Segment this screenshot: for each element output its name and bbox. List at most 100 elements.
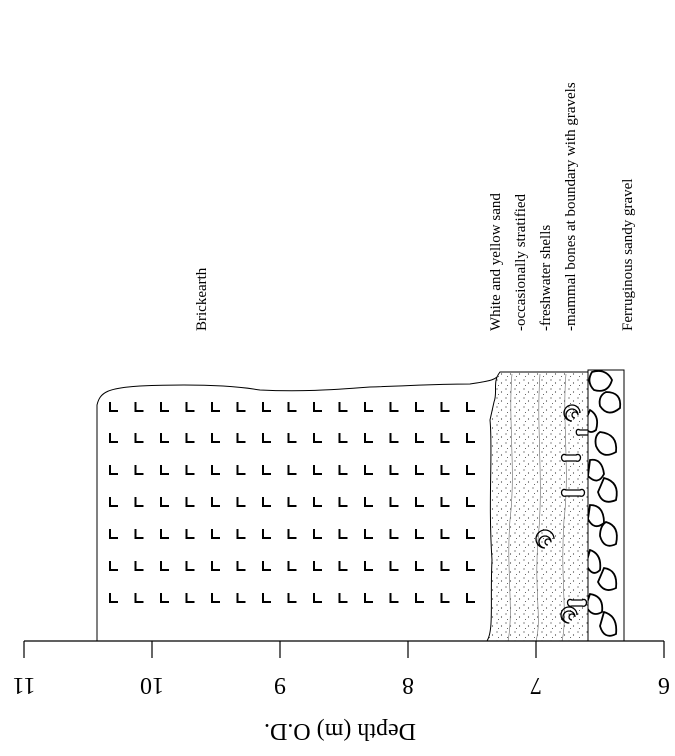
brickearth-symbol bbox=[466, 402, 475, 412]
brickearth-symbol bbox=[134, 529, 144, 539]
brickearth-symbol bbox=[109, 402, 118, 412]
brickearth-symbol bbox=[262, 465, 271, 475]
brickearth-symbol bbox=[440, 465, 450, 475]
brickearth-symbol bbox=[466, 465, 475, 475]
brickearth-symbol bbox=[338, 433, 348, 443]
brickearth-symbol bbox=[338, 402, 348, 412]
brickearth-symbol bbox=[415, 433, 424, 443]
brickearth-symbol bbox=[134, 497, 144, 507]
brickearth-symbol bbox=[415, 529, 424, 539]
brickearth-symbol bbox=[211, 402, 220, 412]
brickearth-symbol bbox=[134, 561, 144, 571]
gravel-pebbles bbox=[588, 370, 622, 637]
brickearth-symbol bbox=[262, 561, 271, 571]
sand-label-line-1: White and yellow sand bbox=[488, 193, 504, 331]
freshwater-shell-icon bbox=[535, 404, 581, 624]
brickearth-symbol bbox=[262, 497, 271, 507]
brickearth-symbol bbox=[160, 593, 169, 603]
brickearth-symbol bbox=[466, 561, 475, 571]
brickearth-symbol bbox=[313, 561, 322, 571]
brickearth-symbol bbox=[236, 529, 246, 539]
brickearth-symbol bbox=[389, 433, 399, 443]
brickearth-symbol bbox=[313, 465, 322, 475]
brickearth-symbol bbox=[262, 402, 271, 412]
brickearth-symbol bbox=[185, 561, 195, 571]
brickearth-symbol bbox=[236, 402, 246, 412]
brickearth-symbol bbox=[313, 497, 322, 507]
gravel-label: Ferruginous sandy gravel bbox=[620, 179, 636, 331]
brickearth-symbol bbox=[262, 433, 271, 443]
brickearth-symbol bbox=[134, 593, 144, 603]
brickearth-symbol bbox=[109, 561, 118, 571]
brickearth-symbol bbox=[338, 497, 348, 507]
brickearth-symbol bbox=[415, 497, 424, 507]
brickearth-symbol bbox=[389, 561, 399, 571]
brickearth-symbol bbox=[364, 433, 373, 443]
axis-tick-label: 11 bbox=[12, 672, 35, 698]
brickearth-symbol bbox=[236, 497, 246, 507]
brickearth-symbol bbox=[389, 593, 399, 603]
brickearth-symbol bbox=[211, 561, 220, 571]
brickearth-symbol bbox=[160, 561, 169, 571]
brickearth-symbol bbox=[389, 529, 399, 539]
brickearth-symbol bbox=[415, 561, 424, 571]
brickearth-symbol bbox=[364, 561, 373, 571]
brickearth-symbol bbox=[160, 497, 169, 507]
brickearth-symbol bbox=[185, 529, 195, 539]
axis-tick-label: 9 bbox=[274, 672, 286, 698]
brickearth-symbol bbox=[338, 593, 348, 603]
brickearth-symbol bbox=[262, 529, 271, 539]
brickearth-symbol bbox=[287, 561, 297, 571]
brickearth-symbol bbox=[109, 529, 118, 539]
brickearth-symbol bbox=[185, 402, 195, 412]
brickearth-symbol bbox=[236, 465, 246, 475]
brickearth-symbol bbox=[287, 593, 297, 603]
brickearth-symbol bbox=[211, 593, 220, 603]
brickearth-symbol bbox=[313, 433, 322, 443]
brickearth-symbol bbox=[109, 593, 118, 603]
brickearth-symbol bbox=[415, 593, 424, 603]
axis-tick-label: 10 bbox=[140, 672, 164, 698]
layer-labels: Brickearth White and yellow sand -occasi… bbox=[194, 82, 636, 331]
brickearth-symbol bbox=[440, 497, 450, 507]
brickearth-symbol bbox=[185, 593, 195, 603]
brickearth-symbol bbox=[134, 402, 144, 412]
brickearth-symbol bbox=[211, 433, 220, 443]
brickearth-symbol bbox=[440, 433, 450, 443]
brickearth-symbol bbox=[440, 402, 450, 412]
brickearth-symbol bbox=[160, 402, 169, 412]
depth-axis: 11 10 9 8 7 6 Depth (m) O.D. bbox=[12, 640, 670, 744]
brickearth-symbols bbox=[109, 402, 475, 603]
axis-tick-label: 6 bbox=[658, 672, 670, 698]
brickearth-symbol bbox=[287, 497, 297, 507]
brickearth-symbol bbox=[338, 465, 348, 475]
brickearth-symbol bbox=[236, 561, 246, 571]
brickearth-symbol bbox=[287, 402, 297, 412]
brickearth-symbol bbox=[211, 465, 220, 475]
brickearth-symbol bbox=[415, 402, 424, 412]
axis-title: Depth (m) O.D. bbox=[264, 718, 416, 744]
sand-label-line-4: -mammal bones at boundary with gravels bbox=[563, 82, 579, 331]
brickearth-symbol bbox=[160, 529, 169, 539]
gravel-layer bbox=[587, 369, 625, 642]
brickearth-symbol bbox=[466, 433, 475, 443]
brickearth-symbol bbox=[109, 433, 118, 443]
brickearth-symbol bbox=[287, 465, 297, 475]
brickearth-symbol bbox=[134, 433, 144, 443]
brickearth-symbol bbox=[364, 529, 373, 539]
brickearth-outline bbox=[96, 371, 501, 642]
brickearth-symbol bbox=[364, 497, 373, 507]
brickearth-symbol bbox=[185, 497, 195, 507]
brickearth-symbol bbox=[185, 433, 195, 443]
brickearth-symbol bbox=[211, 497, 220, 507]
brickearth-symbol bbox=[466, 593, 475, 603]
brickearth-symbol bbox=[109, 497, 118, 507]
brickearth-symbol bbox=[185, 465, 195, 475]
brickearth-symbol bbox=[134, 465, 144, 475]
brickearth-symbol bbox=[211, 529, 220, 539]
sand-label-line-3: -freshwater shells bbox=[538, 225, 554, 331]
brickearth-symbol bbox=[440, 561, 450, 571]
axis-tick-label: 8 bbox=[402, 672, 414, 698]
brickearth-symbol bbox=[236, 593, 246, 603]
